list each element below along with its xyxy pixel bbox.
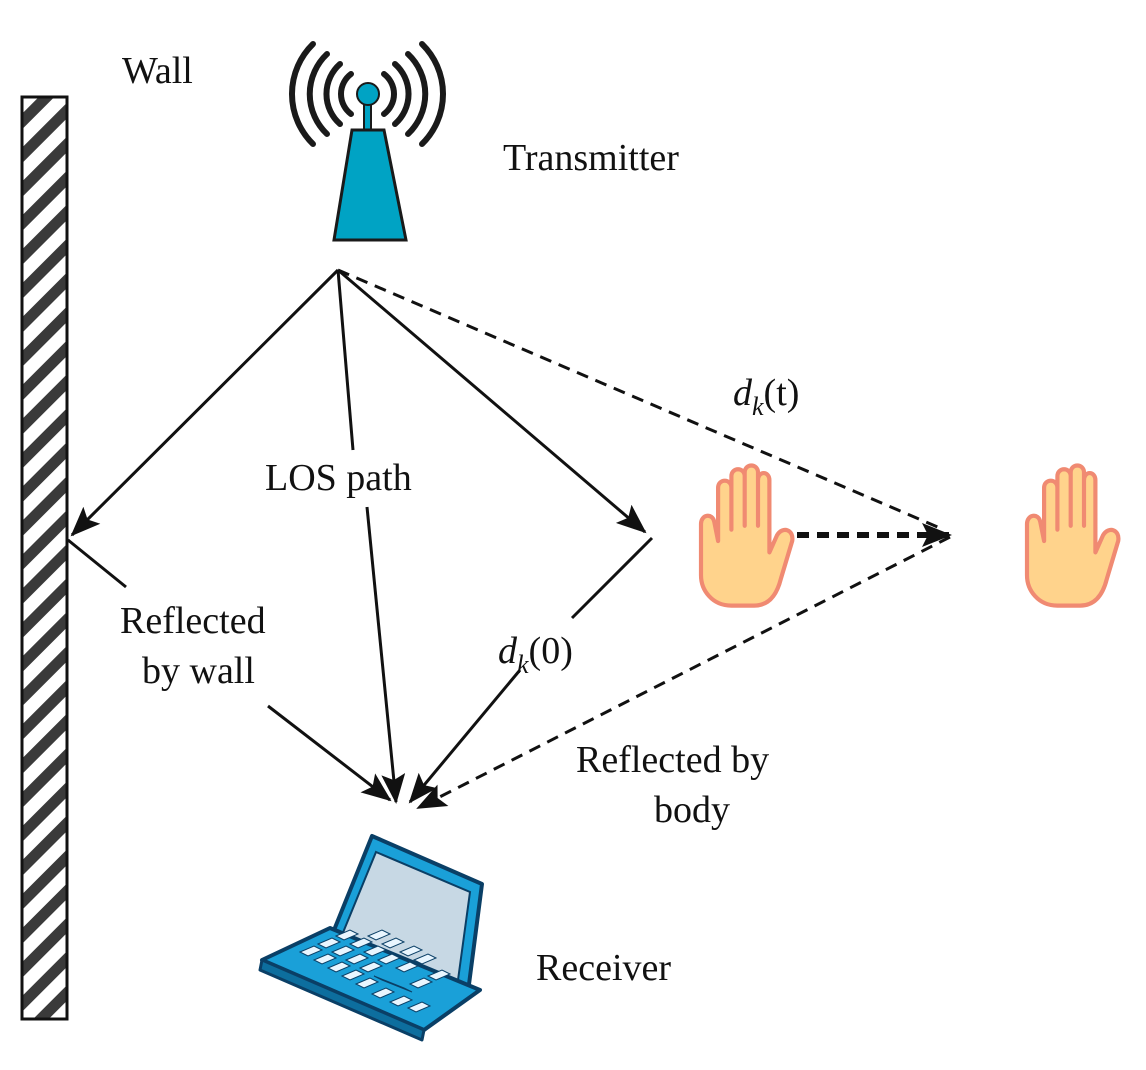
path-to-hand-0 (337, 268, 647, 534)
wall (20, 95, 69, 1021)
los-path-label: LOS path (265, 457, 412, 499)
dashed-paths (337, 268, 951, 810)
path-wall-segment-a (67, 538, 127, 589)
path-hand-0-upper (570, 536, 654, 620)
path-to-wall (70, 268, 340, 537)
receiver-label: Receiver (536, 947, 671, 989)
path-wall-segment-b (267, 704, 392, 802)
wifi-signal-icon (288, 41, 447, 147)
path-los-lower (365, 506, 406, 804)
reflected-body-label-line1: Reflected by (576, 739, 769, 781)
path-hand-0-lower (408, 669, 522, 804)
distance-0-label: dk(0) (498, 630, 573, 679)
distance-t-label: dk(t) (733, 372, 799, 421)
transmitter-label: Transmitter (503, 137, 679, 179)
wall-label: Wall (122, 50, 193, 92)
path-to-hand-t (337, 268, 941, 530)
reflected-body-label-line2: body (654, 789, 730, 831)
path-los-upper (336, 269, 355, 451)
reflected-wall-label-line2: by wall (142, 650, 255, 692)
laptop-icon (258, 834, 484, 1042)
reflected-wall-label-line1: Reflected (120, 600, 266, 642)
signal-paths (67, 268, 654, 804)
hand-icon (698, 463, 795, 608)
antenna-tower-icon (288, 41, 447, 242)
hand-icon (1024, 463, 1121, 608)
